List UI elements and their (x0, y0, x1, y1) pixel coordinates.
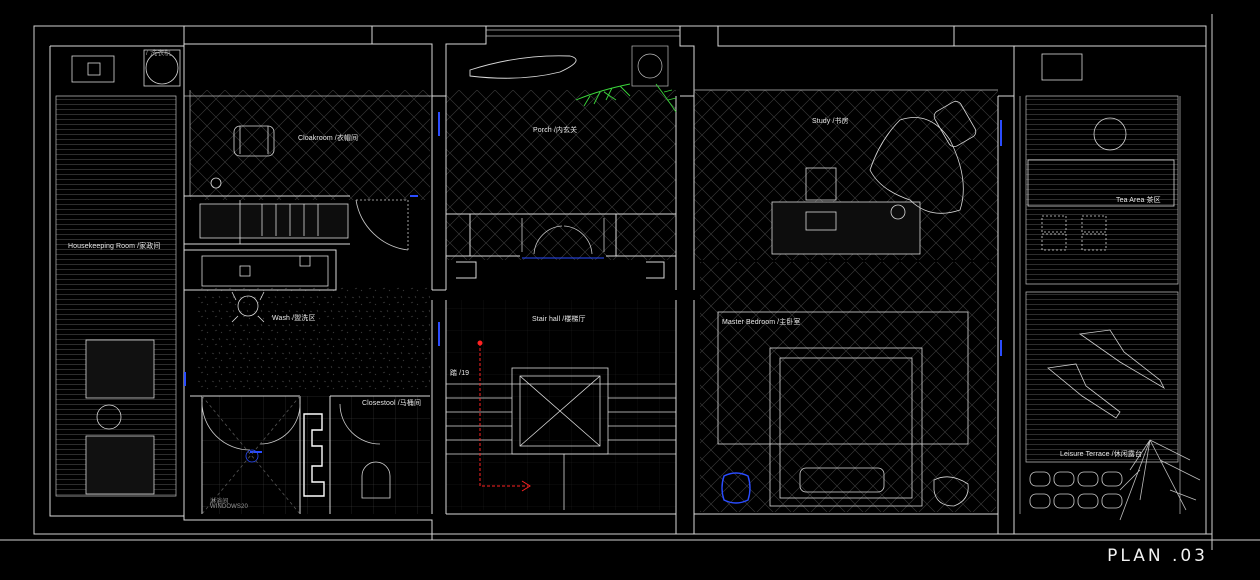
stair-direction-arrow (477, 340, 531, 492)
stair-hall (446, 367, 676, 510)
room-label-closestool: Closestool /马桶间 (362, 400, 422, 407)
windows (55, 29, 1181, 514)
room-label-cloakroom: Cloakroom /衣帽间 (298, 135, 359, 142)
leisure-terrace-furniture (1029, 329, 1201, 521)
outer-frame (0, 14, 1260, 550)
pebble-pavers (1029, 471, 1123, 509)
room-label-master-bedroom: Master Bedroom /主卧室 (722, 319, 801, 326)
room-label-leisure-terrace: Leisure Terrace /休闲露台 (1060, 451, 1143, 458)
shower-note-2: WINDOWS20 (210, 504, 248, 510)
stair-count-note: 踏 /19 (450, 370, 470, 377)
room-label-housekeeping: Housekeeping Room /家政间 (68, 243, 161, 250)
room-label-study: Study /书房 (812, 118, 849, 125)
room-label-tea-area: Tea Area 茶区 (1116, 197, 1161, 204)
tea-area-furniture (1027, 53, 1175, 251)
wash-and-toilet (201, 291, 391, 515)
housekeeping-fixtures (71, 49, 181, 495)
plan-title: PLAN .03 (1107, 546, 1208, 566)
master-bedroom-furniture (717, 311, 969, 507)
doors (201, 199, 605, 451)
porch-furniture (469, 55, 677, 113)
washer-note: / 洗衣机 (146, 50, 172, 57)
cloakroom-fixtures (199, 125, 349, 287)
room-label-porch: Porch /内玄关 (533, 127, 578, 134)
room-label-stair-hall: Stair hall /楼梯厅 (532, 316, 586, 323)
shower-note-1: 淋浴间 (210, 499, 229, 505)
study-furniture (771, 100, 977, 255)
walls (49, 26, 1206, 540)
floor-finishes (56, 90, 1178, 514)
room-label-wash: Wash /盥洗区 (272, 315, 316, 322)
